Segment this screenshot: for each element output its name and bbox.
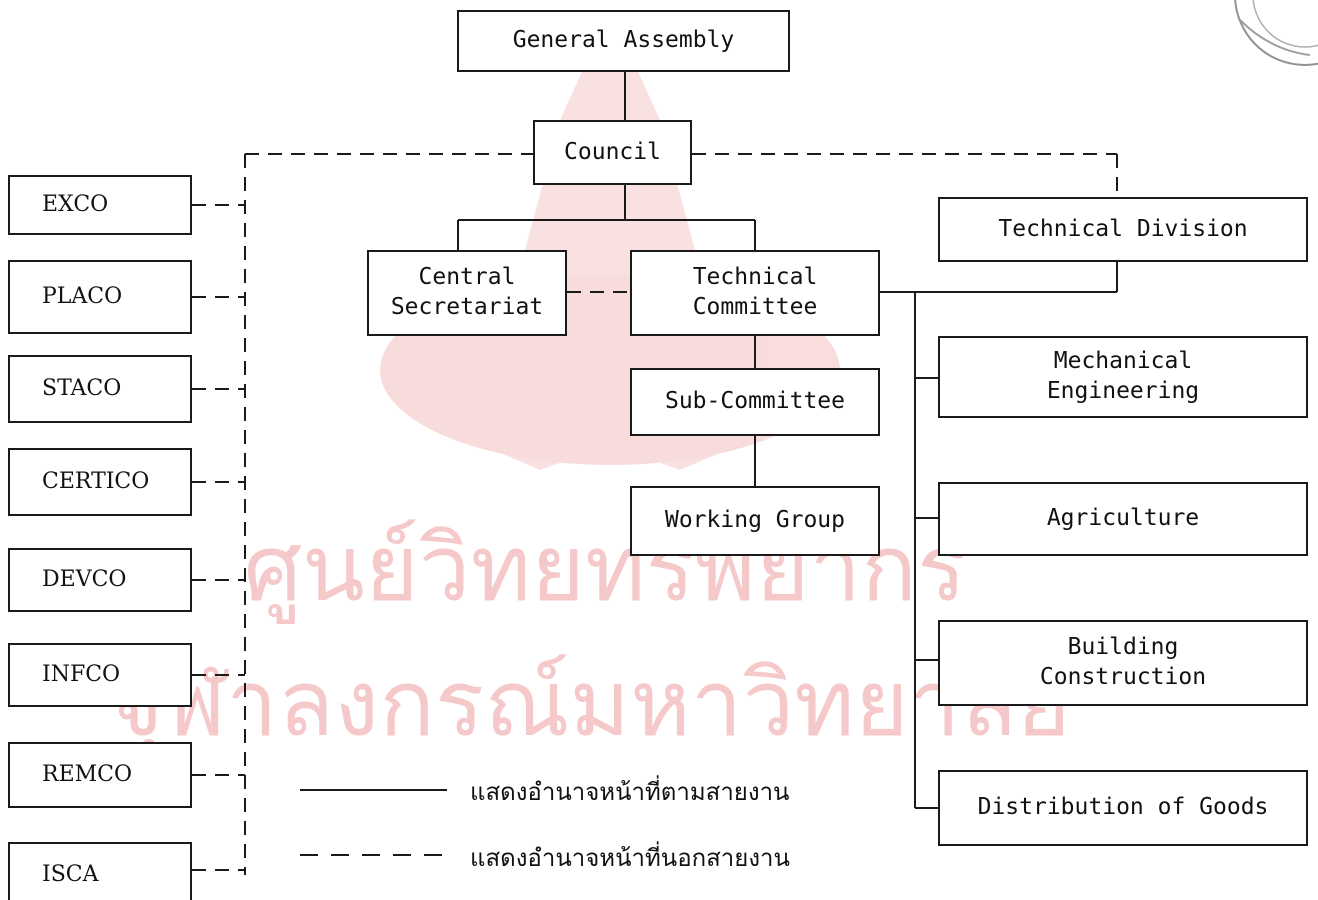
legend-dashed-label: แสดงอำนาจหน้าที่นอกสายงาน (470, 844, 790, 872)
committee-box-staco: STACO (8, 355, 192, 423)
watermark-line-2: จุฬาลงกรณ์มหาวิทยาลัย (109, 650, 1070, 760)
council-box: Council (533, 120, 692, 185)
technical-division-box: Technical Division (938, 197, 1308, 262)
solid-connectors (457, 72, 1118, 809)
building-construction-box: Building Construction (938, 620, 1308, 706)
central-secretariat-box: Central Secretariat (367, 250, 567, 336)
mechanical-engineering-box: Mechanical Engineering (938, 336, 1308, 418)
committee-box-placo: PLACO (8, 260, 192, 334)
agriculture-box: Agriculture (938, 482, 1308, 556)
dashed-connectors (192, 153, 1118, 875)
seal-stamp (1234, 0, 1318, 66)
legend-solid-label: แสดงอำนาจหน้าที่ตามสายงาน (470, 778, 790, 806)
technical-committee-box: Technical Committee (630, 250, 880, 336)
committee-box-isca: ISCA (8, 842, 192, 900)
sub-committee-box: Sub-Committee (630, 368, 880, 436)
committee-box-certico: CERTICO (8, 448, 192, 516)
committee-box-exco: EXCO (8, 175, 192, 235)
committee-box-remco: REMCO (8, 742, 192, 808)
general-assembly-box: General Assembly (457, 10, 790, 72)
distribution-of-goods-box: Distribution of Goods (938, 770, 1308, 846)
committee-box-infco: INFCO (8, 643, 192, 707)
working-group-box: Working Group (630, 486, 880, 556)
committee-box-devco: DEVCO (8, 548, 192, 612)
